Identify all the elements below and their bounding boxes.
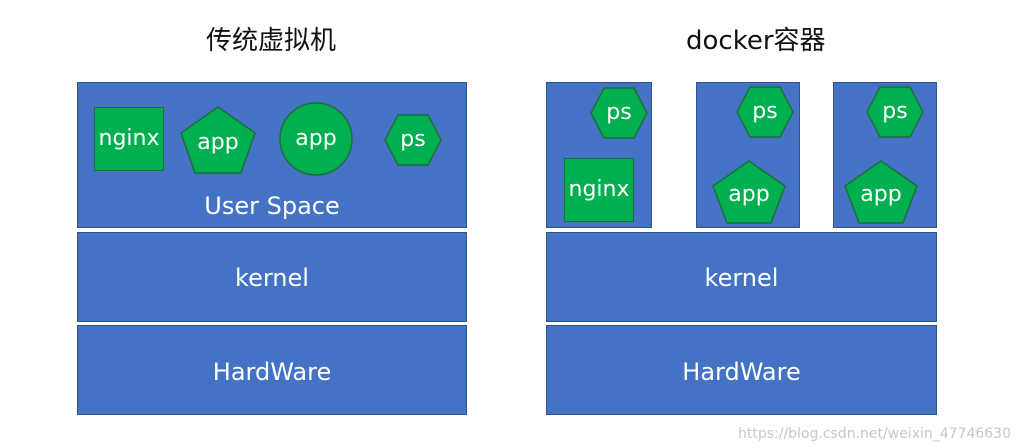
hexagon-shape [866, 86, 924, 138]
container-2-ps-hexagon: ps [736, 86, 794, 138]
docker-hardware-label: HardWare [682, 358, 801, 386]
docker-title: docker容器 [686, 26, 826, 56]
container-1-nginx-label: nginx [568, 177, 630, 202]
container-1-nginx-block: nginx [564, 158, 634, 222]
container-3-app-label: app [860, 182, 902, 207]
vm-hardware-label: HardWare [212, 358, 332, 386]
docker-hardware-layer: HardWare [546, 325, 937, 415]
container-3-app-pentagon: app [843, 159, 919, 225]
container-1-ps-label: ps [606, 100, 632, 125]
vm-app-pentagon: app [179, 105, 257, 175]
hexagon-shape [590, 87, 648, 139]
container-3-ps-label: ps [882, 99, 908, 124]
vm-ps-hexagon: ps [384, 114, 442, 166]
vm-kernel-layer: kernel [77, 232, 467, 322]
vm-nginx-block: nginx [94, 107, 164, 171]
container-2-ps-label: ps [752, 99, 778, 124]
container-2-app-label: app [728, 182, 770, 207]
docker-container-3: ps app [833, 82, 937, 228]
vm-user-space-label: User Space [204, 192, 340, 220]
container-1-ps-hexagon: ps [590, 87, 648, 139]
vm-title: 传统虚拟机 [206, 26, 337, 56]
circle-shape [279, 102, 353, 176]
pentagon-shape [180, 106, 256, 174]
docker-kernel-label: kernel [704, 264, 779, 292]
watermark: https://blog.csdn.net/weixin_47746630 [737, 426, 1011, 442]
vm-app-label-1: app [197, 130, 239, 155]
hexagon-shape [384, 114, 442, 166]
container-3-ps-hexagon: ps [866, 86, 924, 138]
pentagon-shape [844, 160, 918, 224]
vm-hardware-layer: HardWare [77, 325, 467, 415]
vm-user-space-layer: nginx app app ps User Space [77, 82, 467, 228]
docker-container-2: ps app [696, 82, 800, 228]
docker-kernel-layer: kernel [546, 232, 937, 322]
vm-app-circle: app [279, 102, 353, 176]
vm-app-label-2: app [295, 126, 337, 151]
pentagon-shape [712, 160, 786, 224]
vm-ps-label: ps [400, 127, 426, 152]
docker-container-1: ps nginx [546, 82, 652, 228]
container-2-app-pentagon: app [711, 159, 787, 225]
hexagon-shape [736, 86, 794, 138]
vm-nginx-label: nginx [98, 126, 160, 151]
vm-kernel-label: kernel [235, 264, 309, 292]
